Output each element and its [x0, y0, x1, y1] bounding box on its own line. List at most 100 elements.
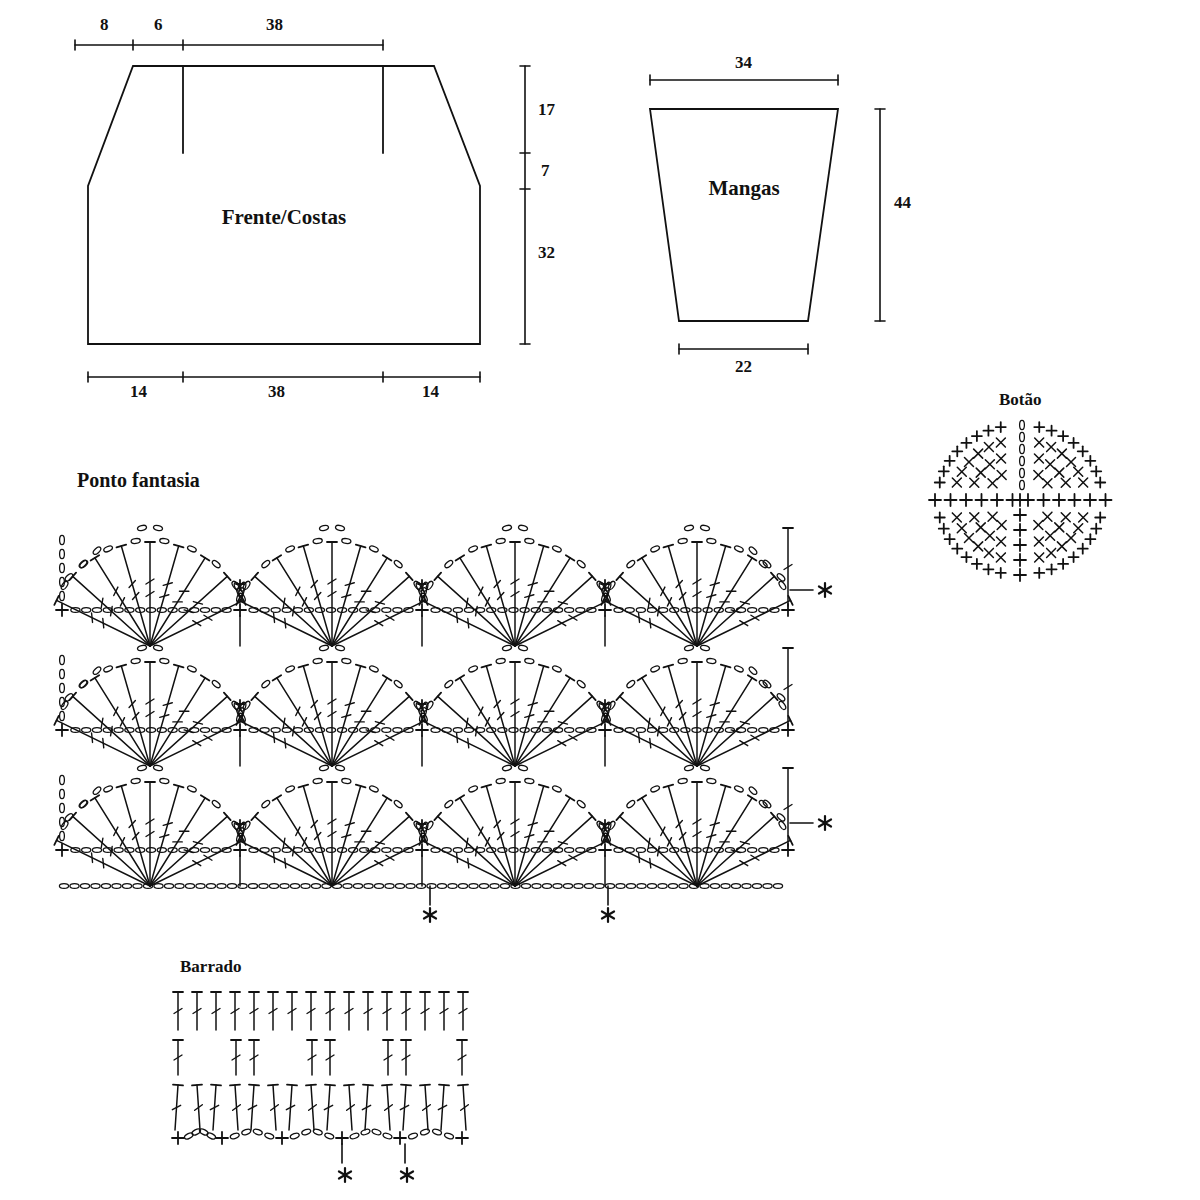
single-crochet [952, 513, 961, 522]
double-crochet-top [539, 785, 549, 788]
double-crochet-top [420, 991, 430, 993]
single-crochet [1067, 534, 1076, 543]
double-crochet-slash [362, 1105, 370, 1109]
chain-stitch [60, 775, 65, 784]
stitch-post [239, 856, 241, 886]
double-crochet-slash [710, 703, 719, 706]
chain-stitch [710, 884, 719, 889]
chain-stitch [82, 848, 91, 853]
double-crochet-top [363, 991, 373, 993]
double-crochet-slash [693, 579, 701, 584]
double-crochet-top [566, 675, 574, 680]
double-crochet-top [117, 665, 127, 668]
single-crochet [1034, 471, 1043, 480]
double-crochet [332, 600, 425, 646]
piece-name: Frente/Costas [88, 206, 480, 229]
single-crochet [1057, 449, 1066, 458]
double-crochet-slash [302, 598, 306, 606]
double-crochet-slash [661, 827, 665, 835]
double-crochet-slash [459, 1009, 467, 1014]
single-crochet [1062, 559, 1064, 569]
double-crochet-slash [751, 615, 759, 620]
chain-stitch [681, 728, 690, 733]
piece-outline [650, 109, 838, 321]
chain-stitch [159, 658, 169, 664]
chain-stitch [371, 1128, 381, 1136]
double-crochet-top [325, 991, 335, 993]
double-crochet-top [287, 991, 297, 993]
chain-stitch [285, 785, 295, 793]
pattern-piece: Mangas [650, 109, 838, 321]
double-crochet-slash [438, 1105, 446, 1109]
double-crochet-slash [286, 1105, 294, 1109]
chain-stitch [159, 538, 169, 544]
double-crochet [95, 558, 150, 646]
double-crochet-slash [146, 819, 154, 824]
double-crochet-slash [342, 715, 351, 718]
dimension-line [75, 44, 383, 46]
double-crochet-slash [133, 833, 139, 840]
chain-stitch [748, 546, 758, 556]
single-crochet [604, 700, 606, 708]
chain-stitch [603, 707, 610, 717]
single-crochet [985, 531, 994, 540]
dimension-value: 32 [536, 244, 557, 263]
double-crochet-slash [102, 739, 104, 748]
double-crochet-slash [375, 842, 384, 845]
double-crochet-slash [456, 613, 458, 622]
double-crochet-slash [648, 718, 650, 727]
double-crochet-slash [173, 601, 182, 602]
double-crochet-slash [163, 703, 172, 706]
double-crochet-top [406, 693, 413, 700]
chain-stitch [706, 658, 716, 664]
single-crochet [964, 457, 973, 466]
single-crochet [1061, 478, 1070, 487]
single-crochet [1067, 457, 1076, 466]
double-crochet-slash [193, 621, 201, 626]
chain-stitch [157, 848, 166, 853]
single-crochet [996, 494, 998, 506]
double-crochet-slash [193, 741, 201, 746]
chain-stitch [60, 697, 65, 706]
single-crochet [1046, 460, 1055, 469]
double-crochet-slash [204, 855, 212, 860]
dimension-tick [520, 343, 530, 345]
double-crochet-slash [120, 838, 124, 846]
chain-stitch [369, 545, 379, 553]
double-crochet-slash [309, 1105, 317, 1111]
chain-stitch [565, 728, 574, 733]
chain-stitch [1020, 420, 1025, 429]
chain-stitch [524, 778, 534, 784]
single-crochet [934, 494, 936, 506]
double-crochet-slash [315, 713, 321, 720]
double-crochet-slash [361, 831, 370, 832]
double-crochet-slash [638, 733, 640, 742]
chain-stitch [196, 884, 205, 889]
double-crochet [642, 798, 697, 886]
double-crochet-top [439, 1084, 449, 1086]
double-crochet-slash [102, 859, 104, 868]
chain-stitch [374, 884, 383, 889]
dimension-value: 8 [98, 16, 111, 35]
double-crochet [697, 546, 726, 646]
double-crochet-top [434, 813, 441, 820]
chain-stitch [681, 848, 690, 853]
double-crochet [277, 798, 332, 886]
single-crochet [939, 477, 941, 487]
double-crochet-slash [146, 699, 154, 704]
dimension-value: 38 [264, 16, 285, 35]
chain-stitch [502, 524, 512, 531]
double-crochet-slash [111, 607, 113, 616]
chain-stitch [159, 778, 169, 784]
chain-stitch [157, 608, 166, 613]
dimension-value: 34 [733, 54, 754, 73]
chain-stitch [238, 587, 245, 597]
single-crochet [1034, 471, 1043, 480]
single-crochet [1047, 443, 1056, 452]
single-crochet [952, 478, 961, 487]
double-crochet-slash [102, 619, 104, 628]
double-crochet-top [434, 573, 441, 580]
double-crochet [620, 816, 697, 886]
